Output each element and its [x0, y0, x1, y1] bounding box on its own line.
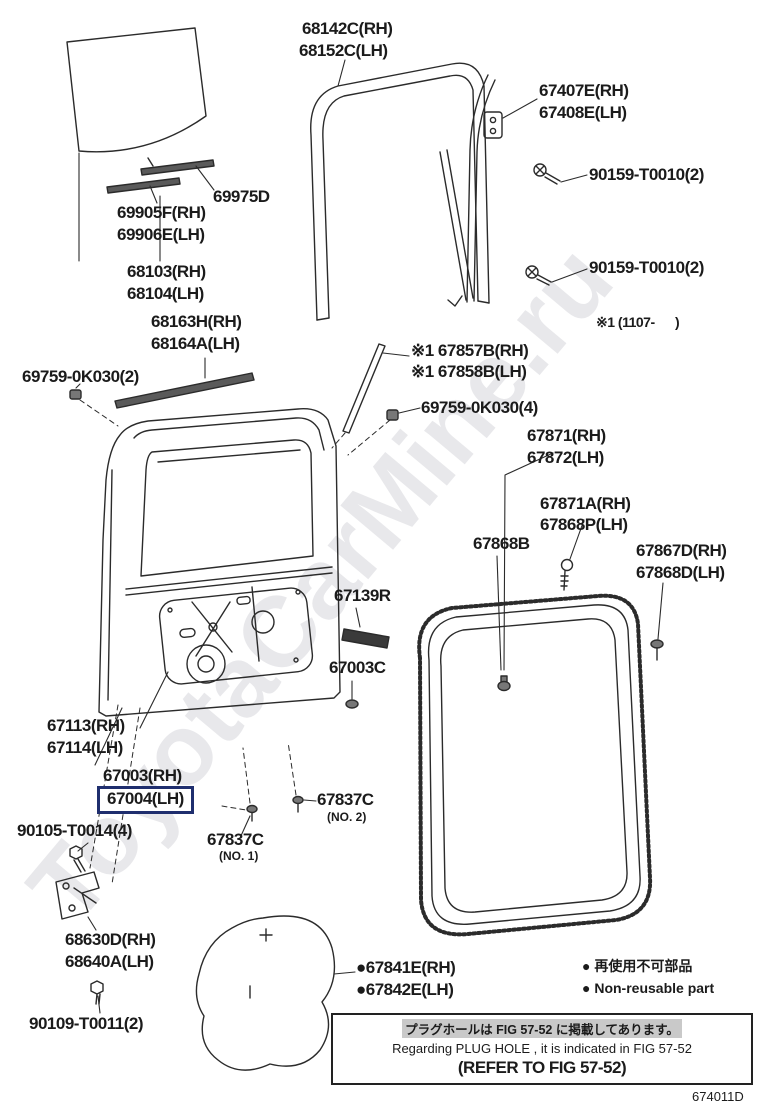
part-label-67837c-no2[interactable]: 67837C: [317, 790, 374, 809]
part-label-67842e-lh[interactable]: ●67842E(LH): [356, 980, 454, 999]
glass-strips-drawing: [106, 159, 215, 194]
legend-nonreusable-en: ● Non-reusable part: [582, 980, 715, 996]
part-label-67837c-no2-sub: (NO. 2): [327, 810, 367, 824]
legend-nonreusable-jp: ● 再使用不可部品: [582, 958, 693, 974]
weatherstrip-68163-drawing: [114, 372, 255, 409]
part-label-69759-0k030-2[interactable]: 69759-0K030(2): [22, 367, 139, 386]
part-label-68142c-rh[interactable]: 68142C(RH): [302, 19, 393, 38]
part-label-67407e-rh[interactable]: 67407E(RH): [539, 81, 629, 100]
part-label-67871-rh[interactable]: 67871(RH): [527, 426, 606, 445]
clip-69759-2-icon: [69, 389, 82, 400]
part-label-67003-rh[interactable]: 67003(RH): [103, 766, 182, 785]
part-label-69975d[interactable]: 69975D: [213, 187, 270, 206]
bolt-90105-icon: [69, 845, 86, 873]
part-label-67867d-rh[interactable]: 67867D(RH): [636, 541, 727, 560]
clip-67837c-no1-icon: [246, 804, 258, 822]
clip-67837c-no2-icon: [292, 795, 304, 813]
note-line-jp: プラグホールは FIG 57-52 に掲載してあります。: [402, 1019, 682, 1038]
door-panel-drawing: [98, 408, 341, 717]
part-label-68640a-lh[interactable]: 68640A(LH): [65, 952, 154, 971]
belt-molding-67857-drawing: [342, 343, 386, 434]
part-label-68163h-rh[interactable]: 68163H(RH): [151, 312, 242, 331]
part-label-67003c[interactable]: 67003C: [329, 658, 386, 677]
part-label-67872-lh[interactable]: 67872(LH): [527, 448, 604, 467]
door-glass-drawing: [66, 27, 207, 167]
part-label-67408e-lh[interactable]: 67408E(LH): [539, 103, 627, 122]
bolt-90109-icon: [90, 980, 104, 1005]
retainer-67139r-drawing: [341, 628, 390, 649]
part-label-68104-lh[interactable]: 68104(LH): [127, 284, 204, 303]
part-label-67858b-lh[interactable]: ※1 67858B(LH): [411, 362, 527, 381]
screw-90159-lower-icon: [525, 265, 552, 286]
screw-67871a-icon: [560, 558, 574, 591]
screw-90159-upper-icon: [533, 163, 561, 185]
part-label-67837c-no1[interactable]: 67837C: [207, 830, 264, 849]
clip-69759-4-icon: [386, 409, 399, 421]
part-label-68630d-rh[interactable]: 68630D(RH): [65, 930, 156, 949]
part-label-67837c-no1-sub: (NO. 1): [219, 849, 259, 863]
part-label-67841e-rh[interactable]: ●67841E(RH): [356, 958, 456, 977]
part-label-67871a-rh[interactable]: 67871A(RH): [540, 494, 631, 513]
part-label-67114-lh[interactable]: 67114(LH): [47, 738, 123, 757]
part-label-67868b[interactable]: 67868B: [473, 534, 530, 553]
clip-67868b-icon: [497, 675, 511, 692]
part-label-67857b-rh[interactable]: ※1 67857B(RH): [411, 341, 529, 360]
plug-hole-note-box: プラグホールは FIG 57-52 に掲載してあります。 Regarding P…: [331, 1013, 753, 1085]
part-label-90109-t0011[interactable]: 90109-T0011(2): [29, 1014, 143, 1033]
part-label-67004-lh-selected[interactable]: 67004(LH): [97, 786, 194, 814]
note-line-ref: (REFER TO FIG 57-52): [457, 1058, 627, 1077]
part-label-68164a-lh[interactable]: 68164A(LH): [151, 334, 240, 353]
weatherstrip-ring-drawing: [417, 593, 653, 937]
plug-67003c-icon: [345, 699, 359, 709]
figure-code: 674011D: [692, 1089, 744, 1104]
footnote-1107: ※1 (1107- ): [596, 314, 680, 330]
clip-67867d-icon: [650, 639, 664, 661]
part-label-69905f-rh[interactable]: 69905F(RH): [117, 203, 206, 222]
part-label-67868p-lh[interactable]: 67868P(LH): [540, 515, 628, 534]
note-line-en: Regarding PLUG HOLE , it is indicated in…: [392, 1041, 692, 1056]
part-label-90159-t0010-lower[interactable]: 90159-T0010(2): [589, 258, 704, 277]
part-label-90159-t0010-upper[interactable]: 90159-T0010(2): [589, 165, 704, 184]
part-label-69759-0k030-4[interactable]: 69759-0K030(4): [421, 398, 538, 417]
part-label-68103-rh[interactable]: 68103(RH): [127, 262, 206, 281]
part-label-67113-rh[interactable]: 67113(RH): [47, 716, 125, 735]
leader-lines: [75, 59, 664, 1014]
part-label-69906e-lh[interactable]: 69906E(LH): [117, 225, 205, 244]
part-label-68152c-lh[interactable]: 68152C(LH): [299, 41, 388, 60]
part-label-67868d-lh[interactable]: 67868D(LH): [636, 563, 725, 582]
part-label-90105-t0014[interactable]: 90105-T0014(4): [17, 821, 132, 840]
division-channel-drawing: [439, 74, 503, 307]
service-hole-cover-drawing: [195, 915, 336, 1071]
door-check-drawing: [55, 871, 100, 920]
part-label-67139r[interactable]: 67139R: [334, 586, 391, 605]
